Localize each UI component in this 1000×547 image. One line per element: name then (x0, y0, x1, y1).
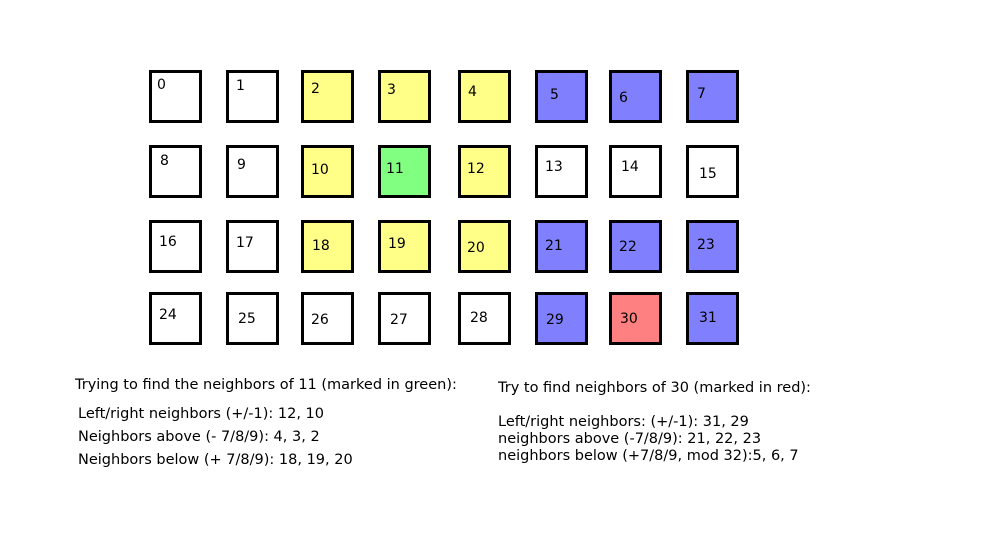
grid-cell-16: 16 (149, 220, 202, 273)
grid-cell-25: 25 (226, 292, 279, 345)
grid-cell-21: 21 (535, 220, 588, 273)
right-notes-line-2: neighbors above (-7/8/9): 21, 22, 23 (498, 431, 762, 447)
grid-cell-label: 3 (387, 82, 396, 98)
grid-cell-label: 2 (311, 81, 320, 97)
grid-cell-20: 20 (458, 220, 511, 273)
grid-cell-label: 7 (697, 86, 706, 102)
grid-cell-10: 10 (301, 145, 354, 198)
grid-cell-label: 9 (237, 157, 246, 173)
grid-cell-31: 31 (686, 292, 739, 345)
grid-cell-2: 2 (301, 70, 354, 123)
grid-cell-8: 8 (149, 145, 202, 198)
left-notes-line-1: Left/right neighbors (+/-1): 12, 10 (78, 406, 324, 422)
grid-cell-18: 18 (301, 220, 354, 273)
grid-cell-label: 23 (697, 237, 715, 253)
grid-cell-22: 22 (609, 220, 662, 273)
grid-cell-label: 26 (311, 312, 329, 328)
grid-cell-26: 26 (301, 292, 354, 345)
grid-cell-label: 4 (468, 84, 477, 100)
grid-cell-23: 23 (686, 220, 739, 273)
grid-cell-label: 5 (550, 87, 559, 103)
grid-cell-label: 17 (236, 235, 254, 251)
right-notes-heading: Try to find neighbors of 30 (marked in r… (498, 380, 811, 396)
grid-cell-label: 19 (388, 236, 406, 252)
grid-cell-label: 8 (160, 153, 169, 169)
grid-cell-label: 21 (545, 238, 563, 254)
grid-cell-label: 13 (545, 159, 563, 175)
grid-cell-3: 3 (378, 70, 431, 123)
grid-cell-label: 15 (699, 166, 717, 182)
grid-cell-12: 12 (458, 145, 511, 198)
grid-cell-label: 14 (621, 159, 639, 175)
grid-cell-30: 30 (609, 292, 662, 345)
grid-cell-label: 30 (620, 311, 638, 327)
grid-cell-label: 18 (312, 238, 330, 254)
grid-cell-label: 16 (159, 234, 177, 250)
grid-cell-label: 11 (386, 161, 404, 177)
grid-cell-label: 0 (157, 77, 166, 93)
grid-cell-5: 5 (535, 70, 588, 123)
grid-cell-label: 1 (236, 78, 245, 94)
grid-cell-13: 13 (535, 145, 588, 198)
grid-cell-1: 1 (226, 70, 279, 123)
grid-cell-label: 22 (619, 239, 637, 255)
grid-cell-6: 6 (609, 70, 662, 123)
grid-cell-15: 15 (686, 145, 739, 198)
grid-cell-24: 24 (149, 292, 202, 345)
grid-cell-14: 14 (609, 145, 662, 198)
right-notes-line-1: Left/right neighbors: (+/-1): 31, 29 (498, 414, 749, 430)
grid-cell-label: 20 (467, 240, 485, 256)
left-notes-line-2: Neighbors above (- 7/8/9): 4, 3, 2 (78, 429, 320, 445)
grid-cell-label: 29 (546, 312, 564, 328)
grid-cell-label: 28 (470, 310, 488, 326)
grid-cell-4: 4 (458, 70, 511, 123)
grid-cell-29: 29 (535, 292, 588, 345)
grid-cell-27: 27 (378, 292, 431, 345)
grid-cell-label: 31 (699, 310, 717, 326)
grid-cell-17: 17 (226, 220, 279, 273)
grid-cell-9: 9 (226, 145, 279, 198)
grid-cell-label: 6 (619, 90, 628, 106)
grid-cell-label: 24 (159, 307, 177, 323)
grid-cell-label: 27 (390, 312, 408, 328)
grid-cell-19: 19 (378, 220, 431, 273)
left-notes-heading: Trying to find the neighbors of 11 (mark… (75, 377, 457, 393)
grid-cell-7: 7 (686, 70, 739, 123)
grid-cell-label: 12 (467, 161, 485, 177)
grid-cell-label: 10 (311, 162, 329, 178)
left-notes-line-3: Neighbors below (+ 7/8/9): 18, 19, 20 (78, 452, 353, 468)
grid-cell-28: 28 (458, 292, 511, 345)
right-notes-line-3: neighbors below (+7/8/9, mod 32):5, 6, 7 (498, 448, 799, 464)
grid-cell-label: 25 (238, 311, 256, 327)
grid-cell-11: 11 (378, 145, 431, 198)
grid-cell-0: 0 (149, 70, 202, 123)
